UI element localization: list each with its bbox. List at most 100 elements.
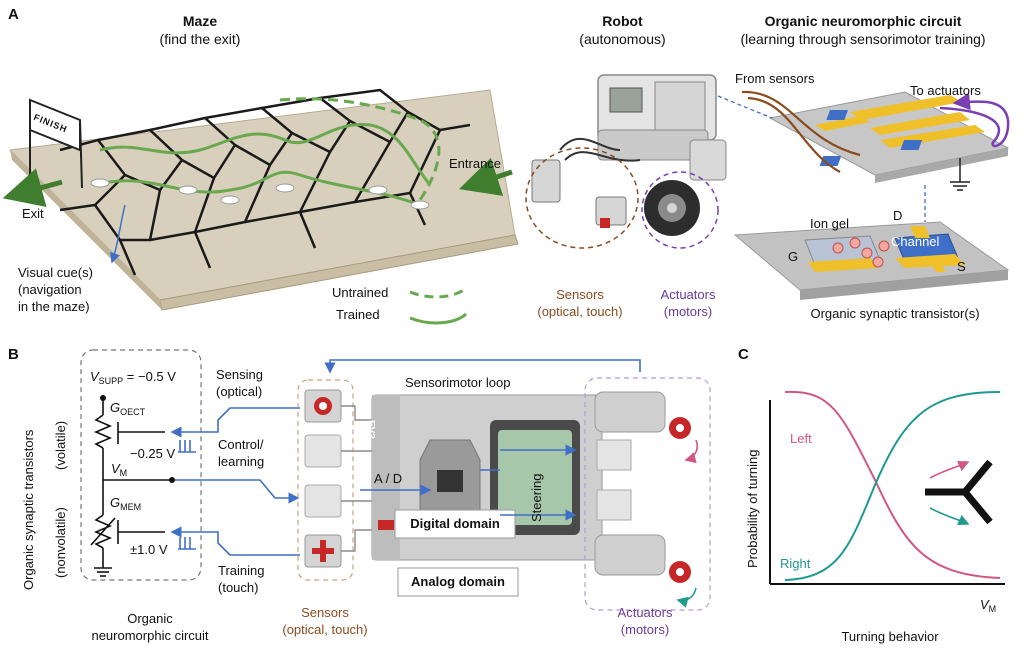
curve-right xyxy=(784,391,1001,581)
b-actuators-line-1: Actuators xyxy=(617,605,673,620)
robot-circuit-link xyxy=(717,95,773,119)
robot-sensors-line-2: (optical, touch) xyxy=(537,304,623,319)
vsupp-value: = −0.5 V xyxy=(123,369,176,384)
ion-gel-label: Ion gel xyxy=(810,216,850,231)
robot-actuators-line-2: (motors) xyxy=(663,304,713,319)
vm-sub: M xyxy=(119,468,128,478)
gate-label: G xyxy=(788,249,799,264)
sensing-label: Sensing (optical) xyxy=(216,366,263,400)
left-turn-arrow xyxy=(929,460,970,479)
circuit-subtitle: (learning through sensorimotor training) xyxy=(740,31,986,47)
b-sensors-label: Sensors (optical, touch) xyxy=(265,604,385,638)
b-actuators-line-2: (motors) xyxy=(620,622,670,637)
pulse-symbols xyxy=(178,440,196,550)
to-actuators-wire xyxy=(939,92,1010,148)
exit-label: Exit xyxy=(22,206,44,221)
vertical-main-label: Organic synaptic transistors xyxy=(21,429,36,590)
entrance-arrow xyxy=(458,157,513,196)
digital-domain-box xyxy=(394,509,516,539)
goect-label: GOECT xyxy=(110,399,145,421)
robot-actuators-line-1: Actuators xyxy=(660,287,716,302)
curve-left xyxy=(784,390,1001,579)
maze-heading: Maze (find the exit) xyxy=(140,12,260,48)
gmem-sub: MEM xyxy=(120,502,142,512)
visual-cue-pointer xyxy=(110,204,126,264)
panel-letter-c: C xyxy=(738,346,749,363)
volatile-label: (volatile) xyxy=(53,420,68,470)
robot-illustration xyxy=(531,74,727,236)
visual-cue-line-1: Visual cue(s) xyxy=(18,265,93,280)
visual-cue-line-3: in the maze) xyxy=(18,299,90,314)
legend-trained-line xyxy=(409,312,468,325)
untrained-path xyxy=(279,97,441,201)
maze-subtitle: (find the exit) xyxy=(159,31,241,47)
circuit-caption-line-1: Organic xyxy=(127,611,173,626)
analog-domain-box xyxy=(397,567,519,597)
sensing-line-1: Sensing xyxy=(216,367,263,382)
robot-actuators-label: Actuators (motors) xyxy=(650,286,726,320)
robot-heading: Robot (autonomous) xyxy=(560,12,685,48)
circuit-board-top xyxy=(768,91,1010,183)
source-label: S xyxy=(957,259,966,274)
gmem-label: GMEM xyxy=(110,494,141,516)
transistor-zoom xyxy=(733,221,1010,300)
robot-title: Robot xyxy=(602,13,643,29)
sensing-line-2: (optical) xyxy=(216,384,263,399)
finish-flag xyxy=(29,98,83,200)
motor-rotation-bottom xyxy=(676,587,697,608)
vm-v: V xyxy=(111,461,120,476)
c-ylabel: Probability of turning xyxy=(745,449,760,568)
goect-sub: OECT xyxy=(120,407,146,417)
circuit-dashed-box xyxy=(80,349,202,581)
circuit-title: Organic neuromorphic circuit xyxy=(764,13,962,29)
vsupp-label: VSUPP = −0.5 V xyxy=(90,368,176,390)
panel-letter-a: A xyxy=(8,6,19,23)
analog-domain-label: Analog domain xyxy=(411,574,505,589)
b-sensors-line-2: (optical, touch) xyxy=(282,622,368,637)
vsupp-sub: SUPP xyxy=(98,376,124,386)
visual-cues xyxy=(90,178,430,210)
robot-subtitle: (autonomous) xyxy=(579,31,666,47)
c-caption: Turning behavior xyxy=(841,629,939,644)
robot-sensors-label: Sensors (optical, touch) xyxy=(522,286,638,320)
untrained-label: Untrained xyxy=(332,285,389,300)
b-sensors-line-1: Sensors xyxy=(301,605,349,620)
transistor-caption: Organic synaptic transistor(s) xyxy=(810,306,980,321)
gmem-g: G xyxy=(110,495,121,510)
circuit-caption: Organic neuromorphic circuit xyxy=(70,610,230,644)
pm1-label: ±1.0 V xyxy=(130,542,168,557)
control-label: Control/ learning xyxy=(218,436,264,470)
right-turn-arrow xyxy=(929,507,970,526)
panel-letter-b: B xyxy=(8,346,19,363)
vsupp-node xyxy=(100,395,106,401)
exit-arrow xyxy=(2,168,63,207)
goect-g: G xyxy=(110,400,121,415)
sensor-ports xyxy=(304,389,342,568)
junction-icon xyxy=(925,459,993,525)
to-actuators-label: To actuators xyxy=(910,83,981,98)
channel-label: Channel xyxy=(891,234,940,249)
from-sensors-label: From sensors xyxy=(735,71,815,86)
circuit-heading: Organic neuromorphic circuit (learning t… xyxy=(706,12,1020,48)
sensor-to-brick-wires xyxy=(341,405,372,552)
c-left-label: Left xyxy=(790,431,812,446)
vsupp-v: V xyxy=(90,369,99,384)
robot-sensors-line-1: Sensors xyxy=(556,287,604,302)
vm-node xyxy=(169,477,175,483)
b-actuators-label: Actuators (motors) xyxy=(600,604,690,638)
control-line-2: learning xyxy=(218,454,265,469)
sensors-outline xyxy=(525,147,639,249)
steering-label: Steering xyxy=(529,473,544,522)
signal-lines xyxy=(170,359,641,556)
brick-arrows xyxy=(360,444,577,521)
sensors-dashed-box xyxy=(297,379,354,581)
maze-title: Maze xyxy=(182,13,218,29)
actuators-outline xyxy=(641,171,719,249)
c-xlabel-v: V xyxy=(980,597,989,612)
digital-domain-label: Digital domain xyxy=(410,516,500,531)
training-label: Training (touch) xyxy=(218,562,264,596)
trained-path xyxy=(94,170,421,207)
legend-untrained-line xyxy=(409,286,468,299)
actuator-motors xyxy=(594,391,691,583)
